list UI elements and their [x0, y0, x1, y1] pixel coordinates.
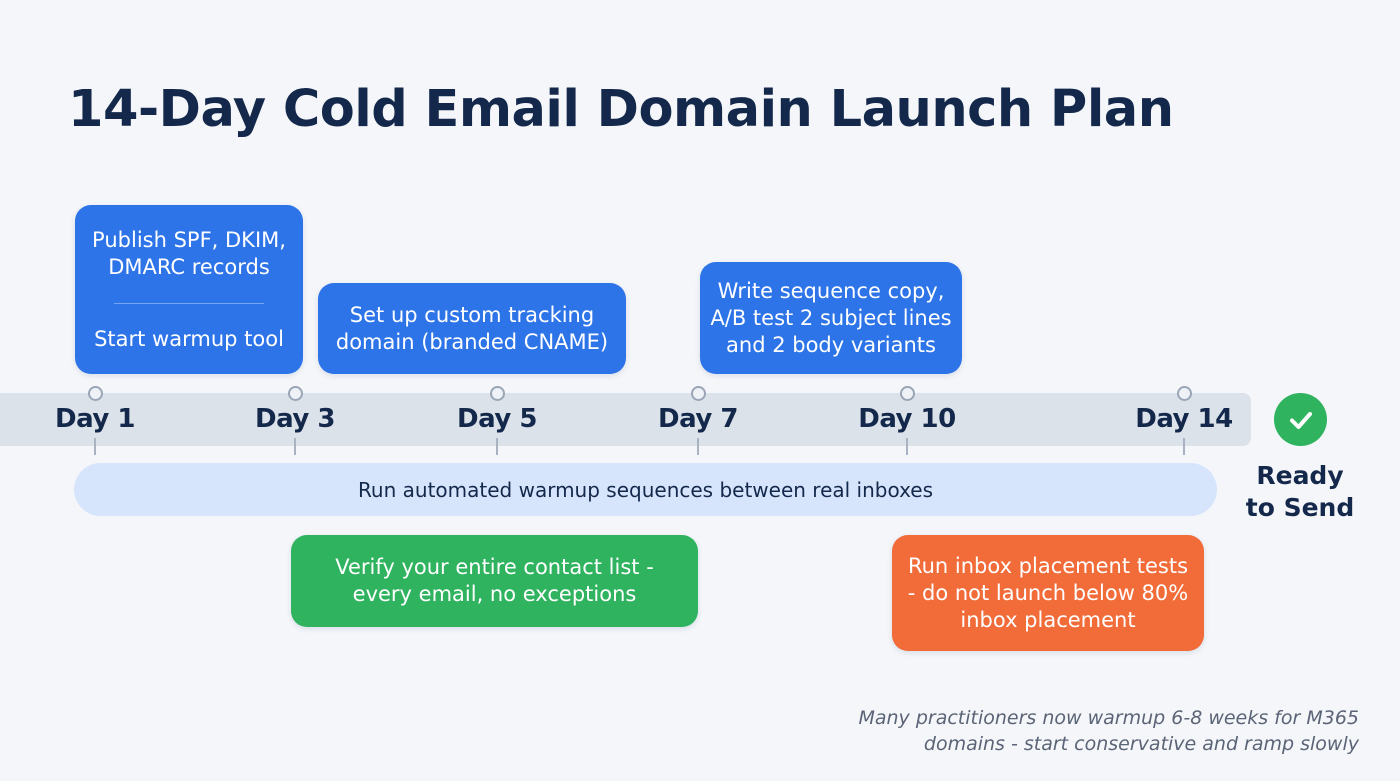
card-tracking-domain: Set up custom tracking domain (branded C…	[318, 283, 626, 374]
timeline-track	[0, 393, 1251, 446]
marker-label: Day 3	[255, 404, 335, 434]
card-inbox-placement: Run inbox placement tests - do not launc…	[892, 535, 1204, 651]
footnote: Many practitioners now warmup 6-8 weeks …	[858, 705, 1359, 757]
marker-label: Day 10	[858, 404, 956, 434]
marker-tick	[697, 438, 699, 455]
card-text: inbox placement	[960, 607, 1136, 632]
card-text: A/B test 2 subject lines	[710, 305, 952, 330]
ready-label-line: to Send	[1245, 493, 1355, 522]
page-title: 14-Day Cold Email Domain Launch Plan	[68, 80, 1174, 139]
marker-dot-icon	[288, 386, 303, 401]
marker-dot-icon	[691, 386, 706, 401]
card-text: domain (branded CNAME)	[335, 329, 609, 354]
card-text: - do not launch below 80%	[907, 580, 1189, 605]
marker-tick	[1183, 438, 1185, 455]
card-divider	[114, 302, 264, 304]
check-circle-icon	[1274, 393, 1327, 446]
card-text: every email, no exceptions	[352, 582, 637, 606]
marker-tick	[906, 438, 908, 455]
warmup-bar-label: Run automated warmup sequences between r…	[357, 477, 934, 502]
card-text: DMARC records	[108, 254, 270, 279]
marker-label: Day 7	[658, 404, 738, 434]
marker-label: Day 5	[457, 404, 537, 434]
marker-tick	[496, 438, 498, 455]
marker-tick	[294, 438, 296, 455]
card-text: Verify your entire contact list -	[335, 555, 654, 579]
ready-label-line: Ready	[1256, 461, 1344, 490]
card-text: Run inbox placement tests	[907, 553, 1189, 578]
card-sequence-copy: Write sequence copy, A/B test 2 subject …	[700, 262, 962, 374]
card-verify-list: Verify your entire contact list - every …	[291, 535, 698, 627]
footnote-line: Many practitioners now warmup 6-8 weeks …	[858, 707, 1359, 729]
card-text: Write sequence copy,	[717, 278, 945, 303]
marker-dot-icon	[1177, 386, 1192, 401]
card-dns-warmup: Publish SPF, DKIM, DMARC records Start w…	[75, 205, 303, 374]
card-text: and 2 body variants	[726, 332, 936, 357]
marker-dot-icon	[490, 386, 505, 401]
marker-dot-icon	[900, 386, 915, 401]
card-text: Publish SPF, DKIM,	[92, 227, 286, 252]
card-text: Set up custom tracking	[349, 302, 595, 327]
marker-label: Day 1	[55, 404, 135, 434]
marker-tick	[94, 438, 96, 455]
marker-label: Day 14	[1135, 404, 1233, 434]
card-text: Start warmup tool	[94, 326, 284, 351]
warmup-duration-bar: Run automated warmup sequences between r…	[74, 463, 1217, 516]
marker-dot-icon	[88, 386, 103, 401]
footnote-line: domains - start conservative and ramp sl…	[923, 733, 1359, 755]
ready-to-send-label: Ready to Send	[1230, 460, 1370, 524]
